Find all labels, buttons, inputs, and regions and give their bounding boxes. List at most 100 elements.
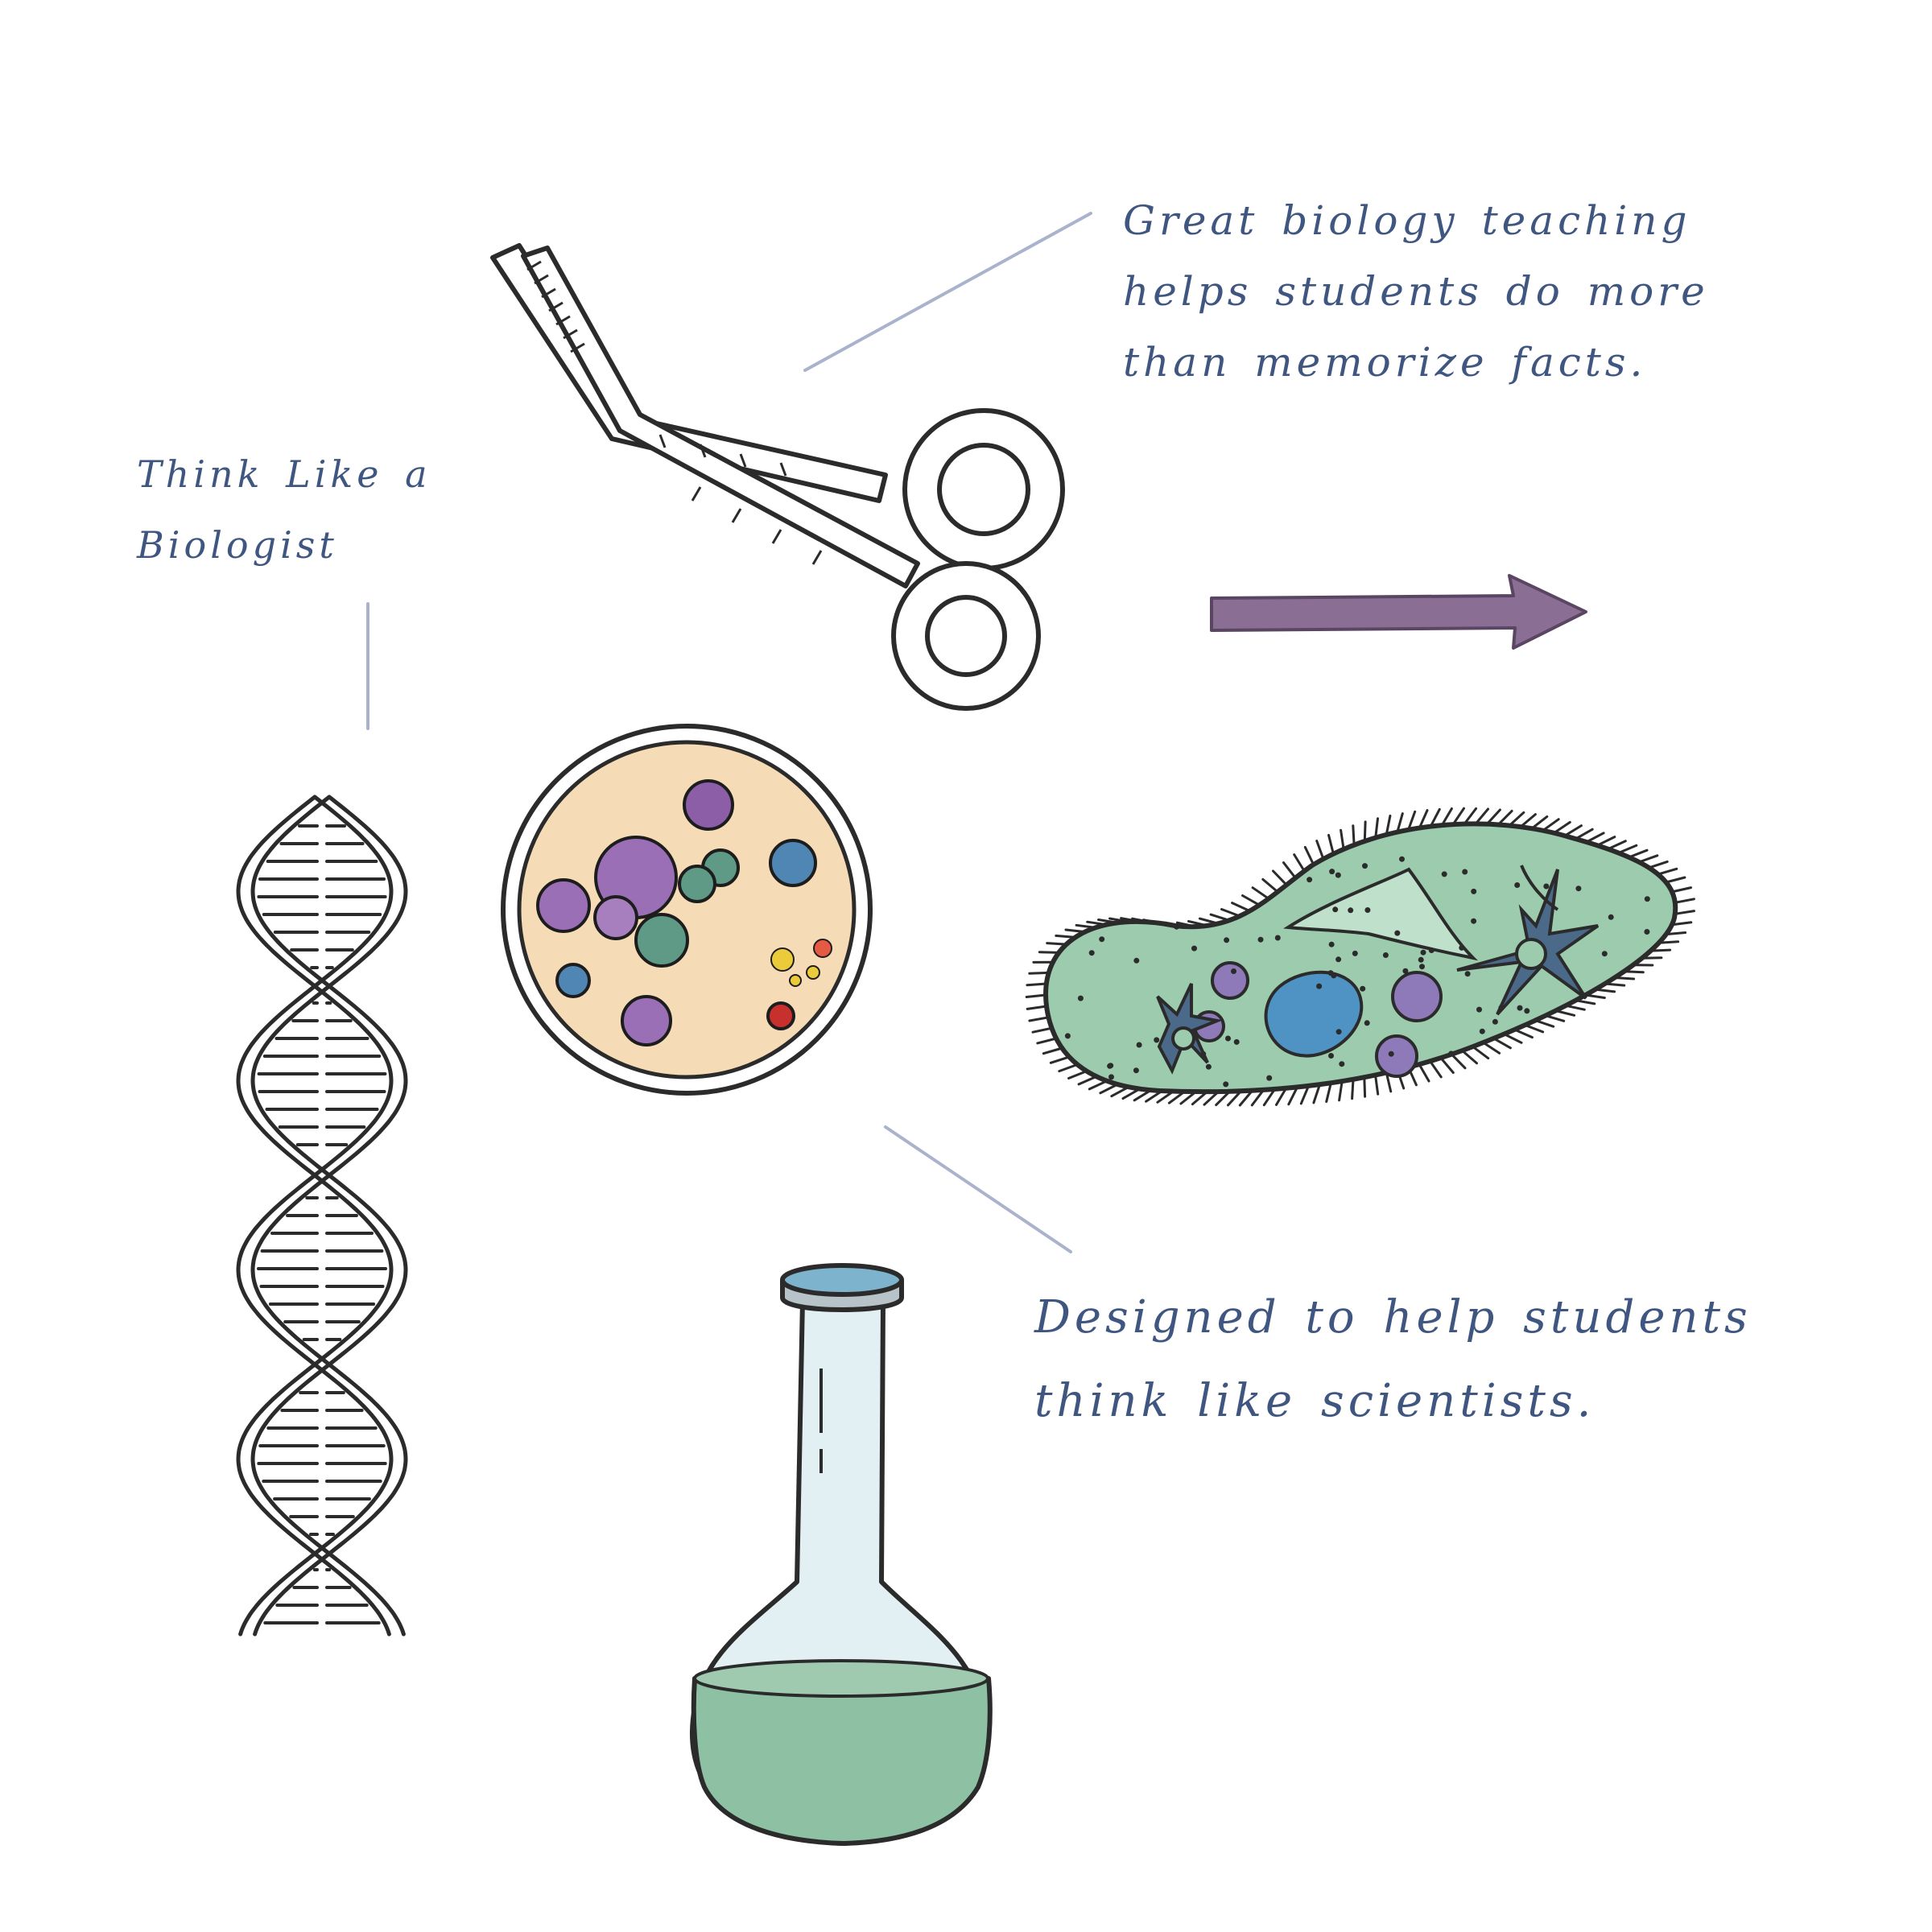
cilium [1450, 1053, 1467, 1070]
cilium [1374, 817, 1379, 840]
cytoplasm-granule [1514, 882, 1521, 888]
oral-groove [1283, 867, 1479, 961]
cilium [1241, 894, 1261, 906]
cilium [1385, 1071, 1393, 1093]
cytoplasm-granule [1388, 1051, 1394, 1057]
dna-backbone [236, 795, 394, 1637]
flask-icon [689, 1263, 993, 1846]
cytoplasm-granule [1329, 869, 1335, 875]
cilium [1031, 1026, 1053, 1034]
cilium [1385, 814, 1392, 836]
cytoplasm-granule [1420, 949, 1426, 956]
cilium [1492, 1037, 1512, 1050]
cilium [1058, 1063, 1079, 1073]
cilium [1429, 1059, 1443, 1079]
cytoplasm-granule [1200, 1051, 1207, 1057]
paramecium-body [1043, 821, 1678, 1095]
cytoplasm-granule [1077, 995, 1084, 1001]
cytoplasm-granule [1327, 970, 1334, 976]
cytoplasm-granule [1471, 918, 1477, 924]
cilium [1439, 1056, 1455, 1074]
cilium [1338, 1080, 1344, 1102]
dna-backbone [236, 795, 394, 1637]
cytoplasm-granule [1328, 941, 1335, 947]
cytoplasm-granule [1419, 964, 1425, 970]
cilium [1312, 1083, 1321, 1104]
cytoplasm-granule [1231, 968, 1236, 974]
paramecium-icon [1025, 807, 1695, 1107]
cytoplasm-granule [1428, 947, 1435, 953]
connector-line-bottom [884, 1125, 1072, 1253]
cilium [1340, 828, 1345, 851]
cytoplasm-granule [1339, 1061, 1345, 1067]
cilium [1657, 867, 1678, 876]
cilium [1440, 807, 1453, 827]
cilium [1042, 1046, 1063, 1055]
cilium [1038, 951, 1060, 954]
colony [766, 1001, 795, 1030]
cytoplasm-granule [1462, 869, 1468, 875]
cytoplasm-granule [1498, 1005, 1505, 1011]
cilium [1451, 807, 1465, 826]
bacterial-colonies [536, 779, 832, 1046]
cytoplasm-granule [1307, 877, 1313, 883]
cilium [1315, 840, 1325, 861]
colony [593, 895, 638, 940]
flask-liquid [691, 1676, 993, 1846]
cytoplasm-granule [1524, 1008, 1530, 1014]
colony [789, 974, 802, 987]
connector-line-top [803, 212, 1092, 372]
liquid-surface [693, 1659, 989, 1698]
scissors-lower-blade [521, 246, 920, 588]
cilium [1674, 898, 1695, 904]
cytoplasm-granule [1479, 1028, 1485, 1034]
food-vacuole [1375, 1034, 1418, 1078]
cytoplasm-granule [1266, 1075, 1273, 1081]
cilium [1261, 877, 1279, 894]
cilium [1049, 1055, 1071, 1064]
cilium [1036, 1037, 1058, 1045]
colony [634, 913, 689, 968]
cytoplasm-granule [1360, 985, 1366, 992]
colony [536, 878, 591, 933]
macronucleus [1264, 970, 1364, 1058]
cilium [1363, 820, 1367, 843]
cytoplasm-granule [1464, 971, 1471, 977]
cilium [1077, 1075, 1098, 1086]
food-vacuole [1391, 971, 1443, 1022]
cilium [1463, 807, 1478, 825]
colony [769, 839, 817, 887]
cytoplasm-granule [1136, 1042, 1142, 1048]
cytoplasm-granule [1257, 936, 1264, 943]
cytoplasm-granule [1644, 896, 1650, 902]
connector-lines [366, 212, 1092, 1253]
cytoplasm-granule [1399, 856, 1405, 862]
cilium [1352, 824, 1356, 847]
petri-dish-icon [501, 724, 873, 1096]
cilium [1299, 1084, 1311, 1105]
cytoplasm-granule [1335, 1029, 1342, 1035]
cytoplasm-granule [1492, 1018, 1498, 1025]
cilium [1026, 1005, 1048, 1010]
cytoplasm-granule [1233, 1038, 1240, 1045]
cilium [1396, 812, 1404, 834]
cytoplasm-granule [1644, 929, 1650, 935]
cytoplasm-granule [1601, 951, 1608, 957]
cytoplasm-granule [1441, 871, 1447, 877]
cilium [1231, 902, 1251, 913]
cilium [1282, 861, 1297, 880]
cytoplasm-granule [1133, 957, 1140, 964]
cilium [1363, 1075, 1367, 1098]
cilium [1374, 1073, 1380, 1096]
cytoplasm-granule [1332, 906, 1339, 913]
cilium [1028, 971, 1051, 975]
cytoplasm-granule [1364, 1020, 1370, 1026]
cilium [1674, 910, 1695, 915]
cytoplasm-granule [1107, 1063, 1113, 1069]
caption-think-like-a-biologist: Think Like a Biologist [137, 452, 431, 567]
cytoplasm-granule [1316, 983, 1323, 989]
colony [678, 865, 716, 903]
cytoplasm-granule [1459, 944, 1465, 951]
right-arrow-icon [1210, 574, 1587, 650]
